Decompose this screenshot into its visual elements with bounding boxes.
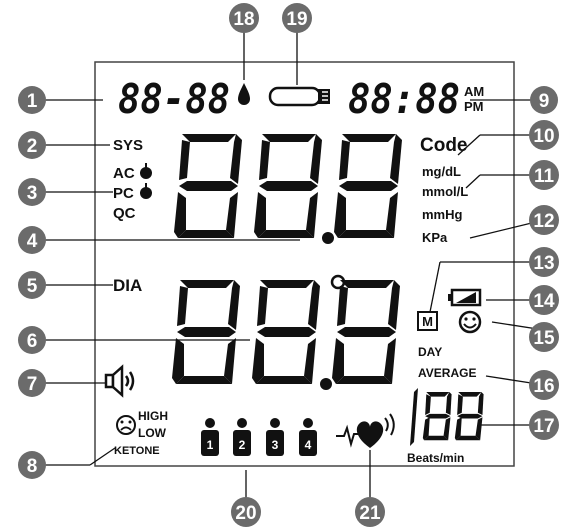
callout-11: 11 xyxy=(529,160,559,190)
svg-text:10: 10 xyxy=(533,126,554,147)
svg-text:21: 21 xyxy=(359,503,381,524)
battery-icon xyxy=(448,290,480,305)
sys-value-display xyxy=(174,134,402,244)
dia-value-display xyxy=(172,280,400,390)
svg-text:13: 13 xyxy=(533,253,554,274)
average-label: AVERAGE xyxy=(418,366,476,380)
callout-20: 20 xyxy=(231,497,261,527)
day-label: DAY xyxy=(418,345,442,359)
svg-text:8: 8 xyxy=(27,456,38,477)
svg-text:2: 2 xyxy=(27,136,38,157)
callout-6: 6 xyxy=(18,326,46,354)
apple-icon xyxy=(140,163,152,179)
callout-4: 4 xyxy=(18,226,46,254)
callout-9: 9 xyxy=(530,86,558,114)
memory-icon: M xyxy=(418,312,437,330)
user-3-icon: 3 xyxy=(266,418,284,456)
am-indicator: AM xyxy=(464,84,484,99)
user-1-icon: 1 xyxy=(201,418,219,456)
unit-kpa: KPa xyxy=(422,230,448,245)
sys-label: SYS xyxy=(113,137,143,154)
apple-icon xyxy=(140,183,152,199)
smiley-icon xyxy=(460,312,480,332)
callout-17: 17 xyxy=(529,410,559,440)
callout-1: 1 xyxy=(18,86,46,114)
unit-mmhg: mmHg xyxy=(422,207,463,222)
svg-text:1: 1 xyxy=(27,91,38,112)
ketone-label: KETONE xyxy=(114,445,160,457)
unit-mgdl: mg/dL xyxy=(422,164,461,179)
svg-text:1: 1 xyxy=(207,438,214,452)
user-4-icon: 4 xyxy=(299,418,317,456)
qc-label: QC xyxy=(113,205,136,222)
time-display: 88:88 xyxy=(348,75,460,123)
svg-text:16: 16 xyxy=(533,376,554,397)
svg-text:14: 14 xyxy=(533,291,555,312)
date-display: 88-88 xyxy=(118,75,230,123)
blood-drop-icon xyxy=(238,83,250,105)
svg-text:2: 2 xyxy=(239,438,246,452)
callout-19: 19 xyxy=(282,3,312,33)
svg-text:7: 7 xyxy=(27,374,38,395)
dia-label: DIA xyxy=(113,276,142,295)
callout-12: 12 xyxy=(529,205,559,235)
callout-8: 8 xyxy=(18,451,46,479)
unit-mmol: mmol/L xyxy=(422,184,468,199)
beats-min-label: Beats/min xyxy=(407,451,464,465)
callout-14: 14 xyxy=(529,285,559,315)
ac-row: AC xyxy=(113,163,152,182)
callout-15: 15 xyxy=(529,322,559,352)
svg-text:6: 6 xyxy=(27,331,38,352)
user-2-icon: 2 xyxy=(233,418,251,456)
code-label: Code xyxy=(420,135,468,156)
test-strip-icon xyxy=(270,88,330,105)
callout-7: 7 xyxy=(18,369,46,397)
callout-5: 5 xyxy=(18,271,46,299)
svg-text:19: 19 xyxy=(286,9,307,30)
low-label: LOW xyxy=(138,426,167,440)
svg-text:4: 4 xyxy=(27,231,38,252)
svg-text:AC: AC xyxy=(113,165,135,182)
callout-10: 10 xyxy=(529,120,559,150)
callout-3: 3 xyxy=(18,178,46,206)
callout-21: 21 xyxy=(355,497,385,527)
svg-text:M: M xyxy=(422,314,433,329)
svg-text:PC: PC xyxy=(113,185,134,202)
callout-2: 2 xyxy=(18,131,46,159)
svg-text:18: 18 xyxy=(233,9,254,30)
callout-16: 16 xyxy=(529,370,559,400)
sad-face-icon xyxy=(117,416,135,434)
svg-text:5: 5 xyxy=(27,276,38,297)
svg-text:20: 20 xyxy=(235,503,256,524)
callout-18: 18 xyxy=(229,3,259,33)
user-icons: 1 2 3 4 xyxy=(201,418,317,456)
svg-text:9: 9 xyxy=(539,91,550,112)
svg-text:12: 12 xyxy=(533,211,554,232)
callouts: 1 2 3 4 5 6 7 8 9 10 11 12 13 14 15 16 1… xyxy=(18,3,559,527)
heartbeat-icon xyxy=(336,414,394,448)
pc-row: PC xyxy=(113,183,152,202)
svg-text:17: 17 xyxy=(533,416,554,437)
callout-13: 13 xyxy=(529,247,559,277)
pulse-value-display xyxy=(410,388,484,446)
svg-text:4: 4 xyxy=(305,438,312,452)
speaker-icon xyxy=(106,367,133,395)
svg-text:15: 15 xyxy=(533,328,555,349)
svg-text:3: 3 xyxy=(27,183,38,204)
svg-text:11: 11 xyxy=(534,166,555,187)
high-label: HIGH xyxy=(138,409,168,423)
pm-indicator: PM xyxy=(464,99,484,114)
svg-text:3: 3 xyxy=(272,438,279,452)
